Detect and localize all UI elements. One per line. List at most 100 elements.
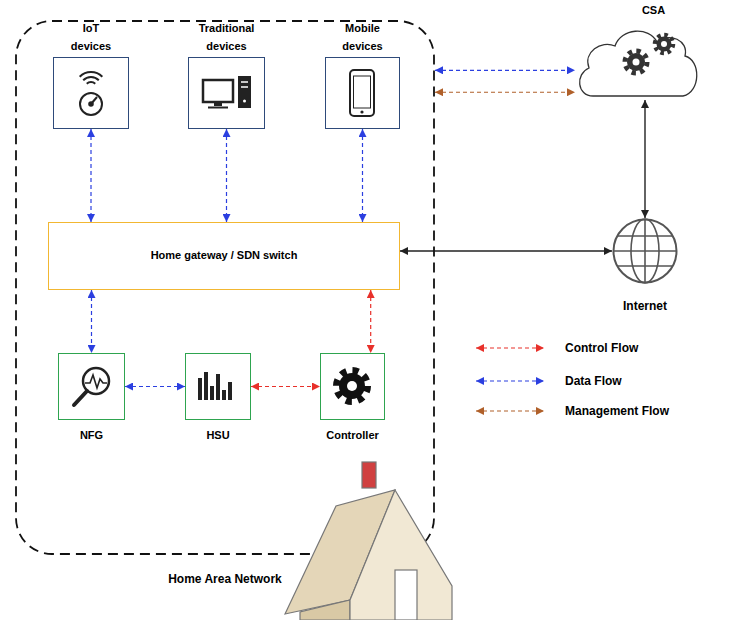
flow-connector — [125, 386, 185, 387]
bars-icon — [198, 372, 232, 400]
node-label: Mobile devices — [342, 22, 382, 52]
monitor-icon — [74, 368, 109, 405]
function-box: Controller — [320, 353, 385, 420]
label-holder: Home Area Network — [140, 569, 310, 587]
gear-icon — [347, 381, 357, 391]
monitor-icon — [83, 368, 109, 394]
computer-icon — [203, 76, 251, 108]
network-region: Home Area NetworkIoT devicesTraditional … — [15, 20, 435, 555]
flow-connector — [435, 92, 575, 93]
globe-lines — [617, 265, 673, 267]
bars-icon — [228, 382, 232, 400]
label-holder: CSA — [624, 0, 684, 18]
iot-icon — [80, 72, 103, 77]
globe-outline — [612, 218, 678, 284]
computer-icon — [241, 81, 248, 83]
cloud-outline — [575, 22, 700, 100]
house — [285, 462, 452, 620]
iot-icon — [80, 93, 102, 115]
flow-connector — [435, 70, 575, 71]
label-holder: NFG — [52, 425, 132, 443]
device-box: IoT devices — [53, 57, 129, 129]
phone-icon — [350, 70, 374, 116]
function-box: HSU — [185, 353, 251, 420]
bars-icon — [222, 390, 226, 400]
phone-icon — [350, 70, 374, 116]
cloud-gears — [625, 35, 673, 73]
legend-sample — [470, 340, 550, 356]
house — [362, 462, 376, 488]
device-box: Mobile devices — [325, 57, 400, 129]
legend-text: Management Flow — [565, 404, 669, 418]
legend-line — [476, 347, 544, 348]
flow-connector — [91, 290, 92, 353]
cloud-gears — [627, 53, 645, 71]
label-holder: Controller — [308, 425, 398, 443]
flow-connector — [251, 386, 320, 387]
flow-connector — [226, 129, 227, 222]
legend-row: Data Flow — [470, 373, 730, 391]
globe-lines — [644, 219, 646, 283]
node-label: CSA — [642, 4, 665, 16]
flow-connector — [644, 100, 645, 218]
gear-icon — [337, 371, 367, 401]
label-holder: Internet — [605, 296, 685, 314]
monitor-icon — [85, 375, 107, 388]
region-outline — [15, 20, 435, 555]
iot-icon — [91, 97, 97, 104]
region-outline — [16, 21, 434, 554]
legend-text: Data Flow — [565, 374, 622, 388]
node-label: Home gateway / SDN switch — [151, 249, 298, 262]
phone-icon — [354, 76, 371, 108]
node-label: Traditional devices — [199, 22, 255, 52]
flow-connector — [90, 129, 91, 222]
globe-lines — [613, 219, 677, 283]
globe-node: Internet — [612, 218, 678, 284]
cloud-gears — [625, 51, 647, 73]
cloud-shape: CSA — [575, 22, 700, 100]
house — [285, 490, 395, 614]
iot-icon — [80, 72, 103, 115]
globe-lines — [617, 235, 673, 237]
node-label: Controller — [326, 429, 379, 441]
bars-icon — [198, 378, 202, 400]
cloud-outline — [580, 31, 697, 96]
computer-icon — [243, 100, 246, 103]
node-label: Internet — [623, 299, 667, 313]
legend-text: Control Flow — [565, 341, 638, 355]
flow-connector — [370, 290, 371, 353]
legend-line — [476, 410, 544, 411]
gateway-band: Home gateway / SDN switch — [48, 222, 400, 290]
label-holder: Traditional devices — [194, 18, 260, 54]
bars-icon — [216, 374, 220, 400]
node-label: NFG — [80, 429, 103, 441]
legend-row: Management Flow — [470, 403, 730, 421]
house — [350, 490, 452, 620]
monitor-icon — [74, 391, 87, 405]
globe-lines — [613, 250, 677, 252]
flow-connector — [400, 250, 612, 251]
iot-icon — [89, 102, 93, 106]
bars-icon — [204, 372, 208, 400]
legend: Control FlowData FlowManagement Flow — [470, 0, 730, 430]
gear-icon — [339, 373, 365, 399]
legend-sample — [470, 373, 550, 389]
globe-outline — [614, 220, 677, 283]
node-label: HSU — [206, 429, 229, 441]
computer-icon — [214, 102, 222, 106]
legend-line — [476, 380, 544, 381]
gear-icon — [337, 371, 367, 401]
cloud-gears — [633, 59, 640, 66]
label-holder: HSU — [178, 425, 258, 443]
house — [395, 570, 417, 620]
computer-icon — [238, 76, 251, 108]
legend-row: Control Flow — [470, 340, 730, 358]
computer-icon — [203, 80, 233, 102]
label-holder: Mobile devices — [335, 18, 391, 54]
cloud-gears — [661, 41, 667, 47]
node-label: IoT devices — [71, 22, 111, 52]
function-box: NFG — [58, 353, 125, 420]
node-label: Home Area Network — [168, 572, 282, 586]
device-box: Traditional devices — [188, 57, 265, 129]
